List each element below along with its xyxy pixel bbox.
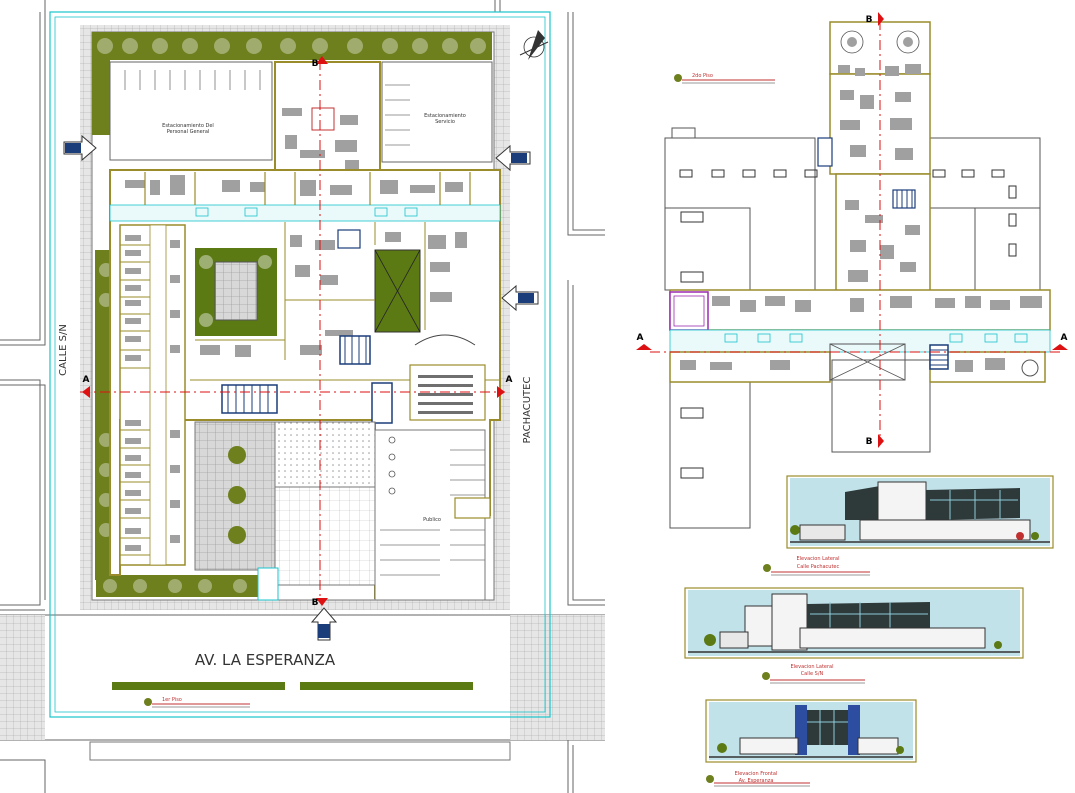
- floor-caption-2-text: 2do Piso: [692, 73, 713, 79]
- upper-marker-b-bottom: [878, 434, 884, 448]
- elevation-3-subtitle: Av. Esperanza: [739, 778, 774, 784]
- street-lines: [0, 0, 605, 793]
- elevation-1-title: Elevacion Lateral: [797, 556, 840, 562]
- section-marker-b-bottom: [316, 598, 328, 606]
- floor-caption-1: 1er Piso: [144, 697, 250, 708]
- median-left: [112, 682, 285, 690]
- upper-meeting-table: [1021, 359, 1039, 377]
- section-marker-a-left: [82, 386, 90, 398]
- courtyard-left-plaza: [214, 261, 258, 321]
- section-a-label-right: A: [506, 375, 513, 385]
- curb: [89, 741, 511, 761]
- parking-service-label-2: Servicio: [435, 119, 455, 125]
- upper-purple-room: [669, 291, 709, 331]
- section-marker-b-top: [316, 56, 328, 64]
- main-corridor: [109, 204, 501, 222]
- median-right: [300, 682, 473, 690]
- section-b-label-top: B: [312, 59, 319, 69]
- upper-stair-2: [929, 344, 949, 370]
- upper-a-label-right: A: [1061, 333, 1068, 343]
- section-marker-a-right: [497, 386, 505, 398]
- stair-lobby: [221, 384, 278, 414]
- site-boundary-inner: [54, 16, 546, 713]
- parking-staff-label-1: Estacionamiento Del: [162, 123, 214, 129]
- upper-floor-plan: 2do Piso: [636, 12, 1068, 529]
- elevation-2-title: Elevacion Lateral: [791, 664, 834, 670]
- parking-staff: [109, 61, 273, 161]
- elevation-calle-sn: [684, 587, 1024, 659]
- tree-strip-bottom: [96, 575, 266, 597]
- upper-corridor: [669, 329, 1051, 353]
- street-pachacutec: PACHACUTEC: [522, 377, 533, 444]
- street-calle-sn: CALLE S/N: [58, 324, 69, 376]
- entrance-arrow-bottom: [310, 607, 338, 641]
- crosswalk-right: [510, 615, 605, 740]
- upper-b-label-bottom: B: [866, 437, 873, 447]
- north-stair: [311, 107, 335, 131]
- upper-a-label-left: A: [637, 333, 644, 343]
- upper-stair-1: [892, 189, 916, 209]
- section-a-label-left: A: [83, 375, 90, 385]
- north-wing-furniture: [125, 175, 463, 196]
- entrance-arrow-left: [63, 134, 97, 162]
- entrance-arrow-right-top: [495, 144, 531, 172]
- floor-caption-1-text: 1er Piso: [162, 697, 182, 703]
- entrance-arrow-right: [501, 284, 539, 312]
- tree-strip-left-top: [92, 60, 110, 135]
- parking-service: [381, 61, 493, 163]
- upper-west-lower: [669, 351, 831, 383]
- elevation-frontal: [705, 699, 917, 763]
- upper-marker-a-right: [1052, 344, 1068, 350]
- curved-lobby: [414, 334, 476, 346]
- north-arrow-icon: [519, 30, 549, 60]
- plaza-dotted: [274, 421, 376, 488]
- elevation-caption-3: Elevacion Frontal Av. Esperanza: [706, 771, 810, 787]
- upper-elevator: [817, 137, 833, 167]
- tree-strip-top: [92, 32, 492, 60]
- upper-void: [829, 343, 906, 381]
- elevation-caption-1: Elevacion Lateral Calle Pachacutec: [763, 556, 870, 576]
- parking-public-label: Publico: [423, 517, 441, 523]
- site-plan: Estacionamiento Del Personal General Est…: [0, 0, 605, 793]
- roof-outlines: [664, 127, 1041, 529]
- parking-staff-label-2: Personal General: [167, 129, 210, 135]
- elevation-pachacutec: [786, 475, 1054, 549]
- section-b-label-bottom: B: [312, 598, 319, 608]
- parking-service-label-1: Estacionamiento: [424, 113, 466, 119]
- stair-auditorium: [371, 382, 393, 424]
- elevation-1-subtitle: Calle Pachacutec: [797, 564, 840, 570]
- crosswalk-left: [0, 615, 45, 740]
- entry-booth: [257, 567, 279, 601]
- upper-b-label-top: B: [866, 15, 873, 25]
- elevation-2-subtitle: Calle S/N: [801, 671, 824, 677]
- floor-caption-2: 2do Piso: [674, 73, 775, 84]
- street-av-la-esperanza: AV. LA ESPERANZA: [195, 651, 336, 669]
- left-wing-beds: [125, 235, 180, 551]
- elevation-3-title: Elevacion Frontal: [735, 771, 778, 777]
- upper-marker-b-top: [878, 12, 884, 26]
- elevation-caption-2: Elevacion Lateral Calle S/N: [762, 664, 865, 684]
- guard-booth: [454, 497, 491, 519]
- upper-marker-a-left: [636, 344, 652, 350]
- site-boundary: [49, 11, 551, 718]
- plaza-grid: [274, 486, 376, 586]
- left-wing-corridor: [149, 224, 167, 566]
- elevator-1: [337, 229, 361, 249]
